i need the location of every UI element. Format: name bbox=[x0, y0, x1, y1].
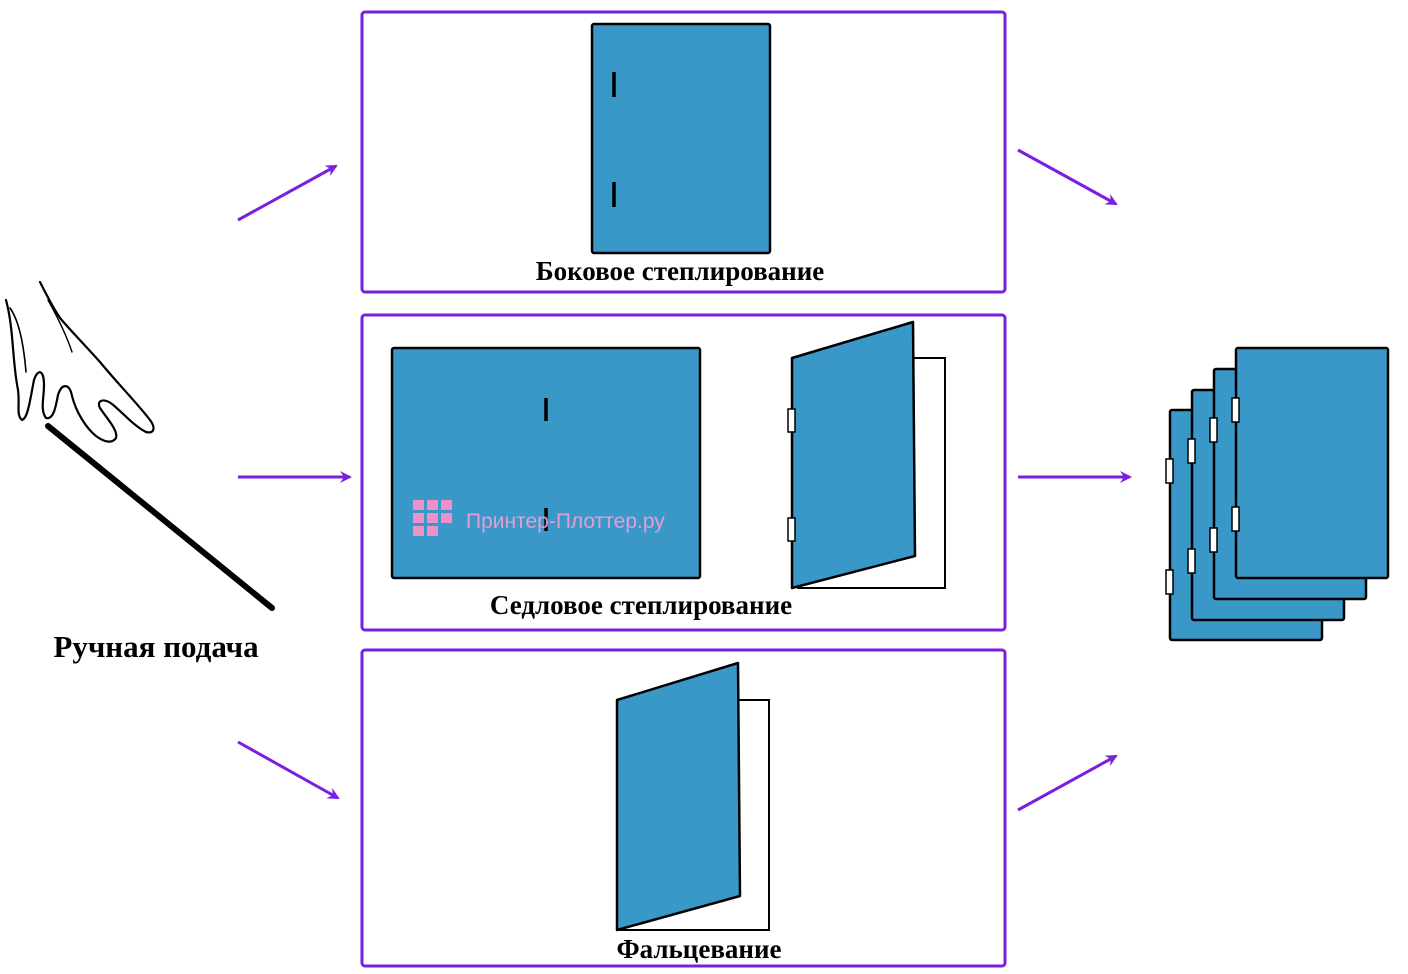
booklet-front-cover bbox=[790, 320, 917, 590]
manual-feed-label: Ручная подача bbox=[53, 629, 259, 664]
stacked-set bbox=[1234, 346, 1390, 580]
arrow-from-side-stapling bbox=[1017, 148, 1118, 206]
hand-feeding-sheet-icon bbox=[4, 280, 275, 611]
staple-mark bbox=[1187, 438, 1196, 464]
side-stapling-panel: Боковое степлирование bbox=[360, 10, 1007, 294]
saddle-stapling-panel: Принтер-Плоттер.ру Седловое степлировани… bbox=[360, 313, 1007, 632]
folding-panel: Фальцевание bbox=[360, 648, 1007, 968]
staple-mark bbox=[1165, 569, 1174, 595]
folded-front-sheet bbox=[615, 661, 742, 932]
staple-mark bbox=[1231, 397, 1240, 423]
staple-mark bbox=[1209, 417, 1218, 443]
saddle-stapling-label: Седловое степлирование bbox=[490, 590, 792, 620]
side-stapled-sheet bbox=[590, 22, 772, 255]
staple-mark bbox=[787, 517, 796, 542]
staple-mark bbox=[1209, 527, 1218, 553]
staple-mark bbox=[787, 408, 796, 433]
watermark: Принтер-Плоттер.ру bbox=[413, 500, 665, 536]
stapled-sets-stack bbox=[1165, 346, 1390, 642]
staple-mark bbox=[1231, 506, 1240, 532]
open-sheet bbox=[390, 346, 702, 580]
staple-mark bbox=[1187, 548, 1196, 574]
arrow-to-side-stapling bbox=[237, 164, 338, 222]
watermark-text: Принтер-Плоттер.ру bbox=[466, 510, 665, 533]
arrow-to-folding bbox=[237, 740, 340, 800]
arrow-from-folding bbox=[1017, 754, 1118, 812]
side-stapling-label: Боковое степлирование bbox=[536, 256, 825, 286]
staple-mark bbox=[1165, 458, 1174, 484]
watermark-logo-icon bbox=[413, 500, 452, 536]
folding-label: Фальцевание bbox=[616, 934, 781, 964]
